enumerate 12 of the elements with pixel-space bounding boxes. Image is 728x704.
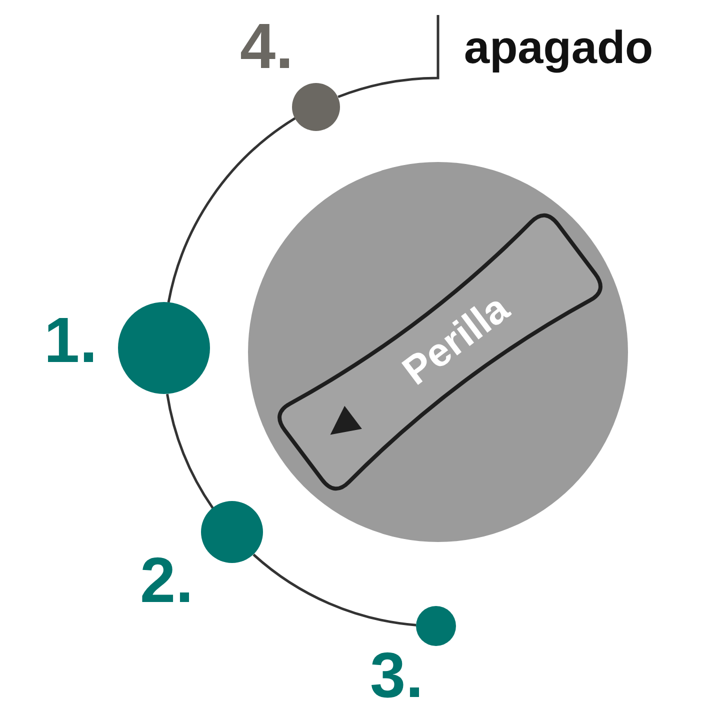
position-number: 1. bbox=[44, 308, 98, 372]
position-number: 3. bbox=[370, 643, 424, 704]
dial-track bbox=[167, 117, 296, 303]
position-dot bbox=[200, 501, 263, 564]
leader-line bbox=[338, 15, 440, 98]
position-number: 2. bbox=[140, 548, 194, 612]
state-label: apagado bbox=[464, 20, 654, 74]
position-dot bbox=[292, 82, 340, 131]
position-number: 4. bbox=[240, 14, 294, 78]
dial-track bbox=[252, 554, 416, 626]
dial-track bbox=[166, 394, 214, 509]
position-dot bbox=[416, 606, 456, 646]
